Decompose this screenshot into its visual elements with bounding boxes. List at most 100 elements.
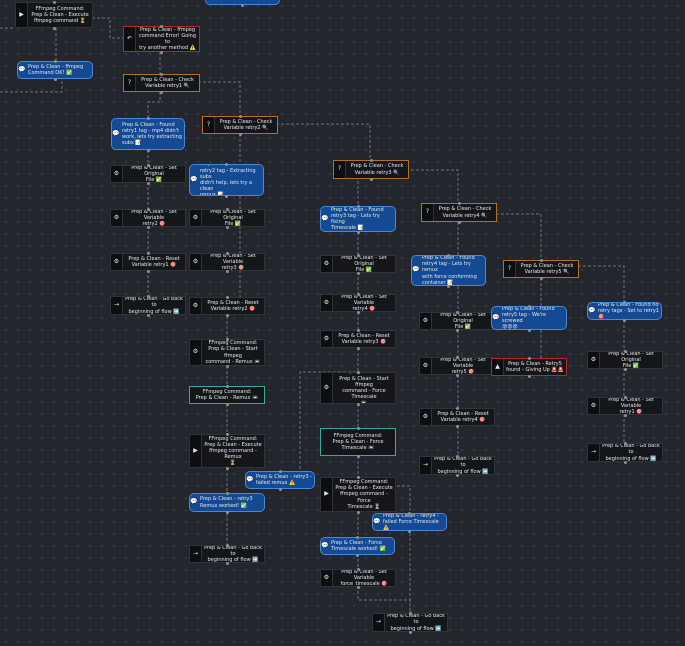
output-pin[interactable]	[356, 230, 360, 234]
output-pin[interactable]	[146, 225, 150, 229]
output-pin[interactable]	[527, 374, 531, 378]
output-pin[interactable]	[527, 328, 531, 332]
input-pin[interactable]	[225, 162, 228, 166]
output-pin[interactable]	[408, 529, 411, 533]
output-pin[interactable]	[447, 284, 450, 288]
input-pin[interactable]	[527, 304, 531, 308]
node-set-original-file-5[interactable]: ⚙Prep & Clean - Set Original File ✅	[587, 351, 663, 369]
output-pin[interactable]	[146, 181, 150, 185]
node-reset-retry3[interactable]: ⚙Prep & Clean - Reset Variable retry3 🎯	[320, 330, 396, 348]
output-pin[interactable]	[356, 310, 360, 314]
node-found-retry2[interactable]: 💬Prep & Clean - Found retry2 tag - Extra…	[189, 164, 264, 196]
output-pin[interactable]	[225, 402, 229, 406]
node-retry3-failed-remux[interactable]: 💬Prep & Clean - retry3 - failed remux ⚠️	[245, 471, 315, 489]
output-pin[interactable]	[278, 487, 282, 491]
node-set-variable-force-timescale[interactable]: ⚙Prep & Clean - Set Variable force_times…	[320, 569, 396, 587]
output-pin[interactable]	[225, 194, 228, 198]
node-go-back-4[interactable]: →Prep & Clean - Go back to beginning of …	[587, 443, 663, 462]
node-found-retry5[interactable]: 💬Prep & Clean - Found retry5 tag - We're…	[491, 306, 567, 330]
node-set-original-file-3[interactable]: ⚙Prep & Clean - Set Original File ✅	[320, 255, 396, 273]
output-pin[interactable]	[455, 473, 459, 477]
node-check-retry2[interactable]: ?Prep & Clean - Check Variable retry2 🔍	[202, 116, 278, 134]
input-pin[interactable]	[356, 292, 360, 296]
input-pin[interactable]	[539, 258, 543, 262]
input-pin[interactable]	[623, 300, 626, 304]
node-set-variable-retry4[interactable]: ⚙Prep & Clean - Set Variable retry4 🎯	[320, 294, 396, 312]
output-pin[interactable]	[160, 90, 163, 94]
input-pin[interactable]	[356, 328, 360, 332]
node-execute-remux[interactable]: ▶FFmpeg Command: Prep & Clean - Execute …	[189, 434, 265, 468]
output-pin[interactable]	[225, 364, 229, 368]
input-pin[interactable]	[146, 207, 150, 211]
input-pin[interactable]	[369, 158, 373, 162]
node-set-original-file-1[interactable]: ⚙Prep & Clean - Set Original File ✅	[110, 165, 186, 183]
input-pin[interactable]	[623, 395, 627, 399]
output-pin[interactable]	[623, 413, 627, 417]
output-pin[interactable]	[369, 177, 373, 181]
node-reset-retry2[interactable]: ⚙Prep & Clean - Reset Variable retry2 🎯	[189, 297, 265, 315]
input-pin[interactable]	[356, 535, 359, 539]
input-pin[interactable]	[160, 72, 163, 76]
input-pin[interactable]	[146, 251, 150, 255]
input-pin[interactable]	[356, 370, 360, 374]
input-pin[interactable]	[527, 356, 531, 360]
node-ffmpeg-error[interactable]: ↶Prep & Clean - ffmpeg command Error! Go…	[123, 26, 200, 52]
node-check-retry3[interactable]: ?Prep & Clean - Check Variable retry3 🔍	[333, 160, 409, 179]
input-pin[interactable]	[356, 204, 360, 208]
node-check-retry5[interactable]: ?Prep & Clean - Check Variable retry5 🔍	[503, 260, 579, 278]
input-pin[interactable]	[53, 59, 57, 63]
node-ffmpeg-execute-1[interactable]: ▶FFmpeg Command: Prep & Clean - Execute …	[15, 2, 93, 28]
output-pin[interactable]	[539, 276, 543, 280]
input-pin[interactable]	[225, 432, 229, 436]
output-pin[interactable]	[356, 585, 360, 589]
input-pin[interactable]	[455, 355, 459, 359]
node-go-back-3[interactable]: →Prep & Clean - Go back to beginning of …	[419, 456, 495, 475]
node-force-timescale-worked[interactable]: 💬Prep & Clean - Force Timescale worked! …	[320, 537, 395, 555]
input-pin[interactable]	[146, 294, 150, 298]
node-retry4-failed-force-timescale[interactable]: 💬Prep & Clean - retry4 - failed Force Ti…	[372, 513, 447, 531]
node-found-retry1[interactable]: 💬Prep & Clean - Found retry1 tag - mp4 d…	[111, 118, 185, 150]
output-pin[interactable]	[52, 26, 56, 30]
output-pin[interactable]	[146, 269, 150, 273]
node-found-retry3[interactable]: 💬Prep & Clean - Found retry3 tag - Lets …	[320, 206, 396, 232]
node-retry5-giving-up[interactable]: ▲Prep & Clean - Retry5 found - Giving Up…	[491, 358, 567, 376]
input-pin[interactable]	[356, 426, 360, 430]
output-pin[interactable]	[241, 3, 244, 7]
input-pin[interactable]	[408, 611, 412, 615]
input-pin[interactable]	[146, 116, 150, 120]
output-pin[interactable]	[160, 50, 163, 54]
input-pin[interactable]	[356, 475, 360, 479]
output-pin[interactable]	[356, 271, 360, 275]
output-pin[interactable]	[356, 510, 360, 514]
node-execute-force-timescale[interactable]: ▶FFmpeg Command: Prep & Clean - Execute …	[320, 477, 396, 512]
input-pin[interactable]	[356, 253, 360, 257]
input-pin[interactable]	[160, 24, 163, 28]
output-pin[interactable]	[225, 225, 229, 229]
node-start-remux[interactable]: ⚙FFmpeg Command: Prep & Clean - Start ff…	[189, 339, 265, 366]
output-pin[interactable]	[356, 402, 360, 406]
node-force-timescale[interactable]: FFmpeg Command: Prep & Clean - Force Tim…	[320, 428, 396, 456]
input-pin[interactable]	[225, 543, 229, 547]
node-go-back-1[interactable]: →Prep & Clean - Go back to beginning of …	[110, 296, 186, 315]
output-pin[interactable]	[455, 328, 459, 332]
output-pin[interactable]	[53, 77, 57, 81]
node-reset-retry4[interactable]: ⚙Prep & Clean - Reset Variable retry4 🎯	[419, 408, 495, 426]
input-pin[interactable]	[225, 295, 229, 299]
node-remux[interactable]: FFmpeg Command: Prep & Clean - Remux 📼	[189, 386, 265, 404]
output-pin[interactable]	[356, 553, 359, 557]
input-pin[interactable]	[455, 454, 459, 458]
input-pin[interactable]	[52, 0, 56, 4]
input-pin[interactable]	[457, 201, 461, 205]
input-pin[interactable]	[408, 511, 411, 515]
output-pin[interactable]	[146, 148, 150, 152]
output-pin[interactable]	[356, 346, 360, 350]
node-set-original-file-4[interactable]: ⚙Prep & Clean - Set Original File ✅	[419, 312, 495, 330]
input-pin[interactable]	[225, 337, 229, 341]
node-go-back-2[interactable]: →Prep & Clean - Go back to beginning of …	[189, 545, 265, 563]
input-pin[interactable]	[623, 349, 627, 353]
node-set-variable-retry3[interactable]: ⚙Prep & Clean - Set Variable retry3 🎯	[189, 253, 265, 271]
output-pin[interactable]	[238, 132, 242, 136]
node-set-variable-retry1[interactable]: ⚙Prep & Clean - Set Variable retry1 🎯	[587, 397, 663, 415]
node-ffmpeg-ok[interactable]: 💬Prep & Clean - ffmpeg Command OK! ✅	[17, 61, 93, 79]
